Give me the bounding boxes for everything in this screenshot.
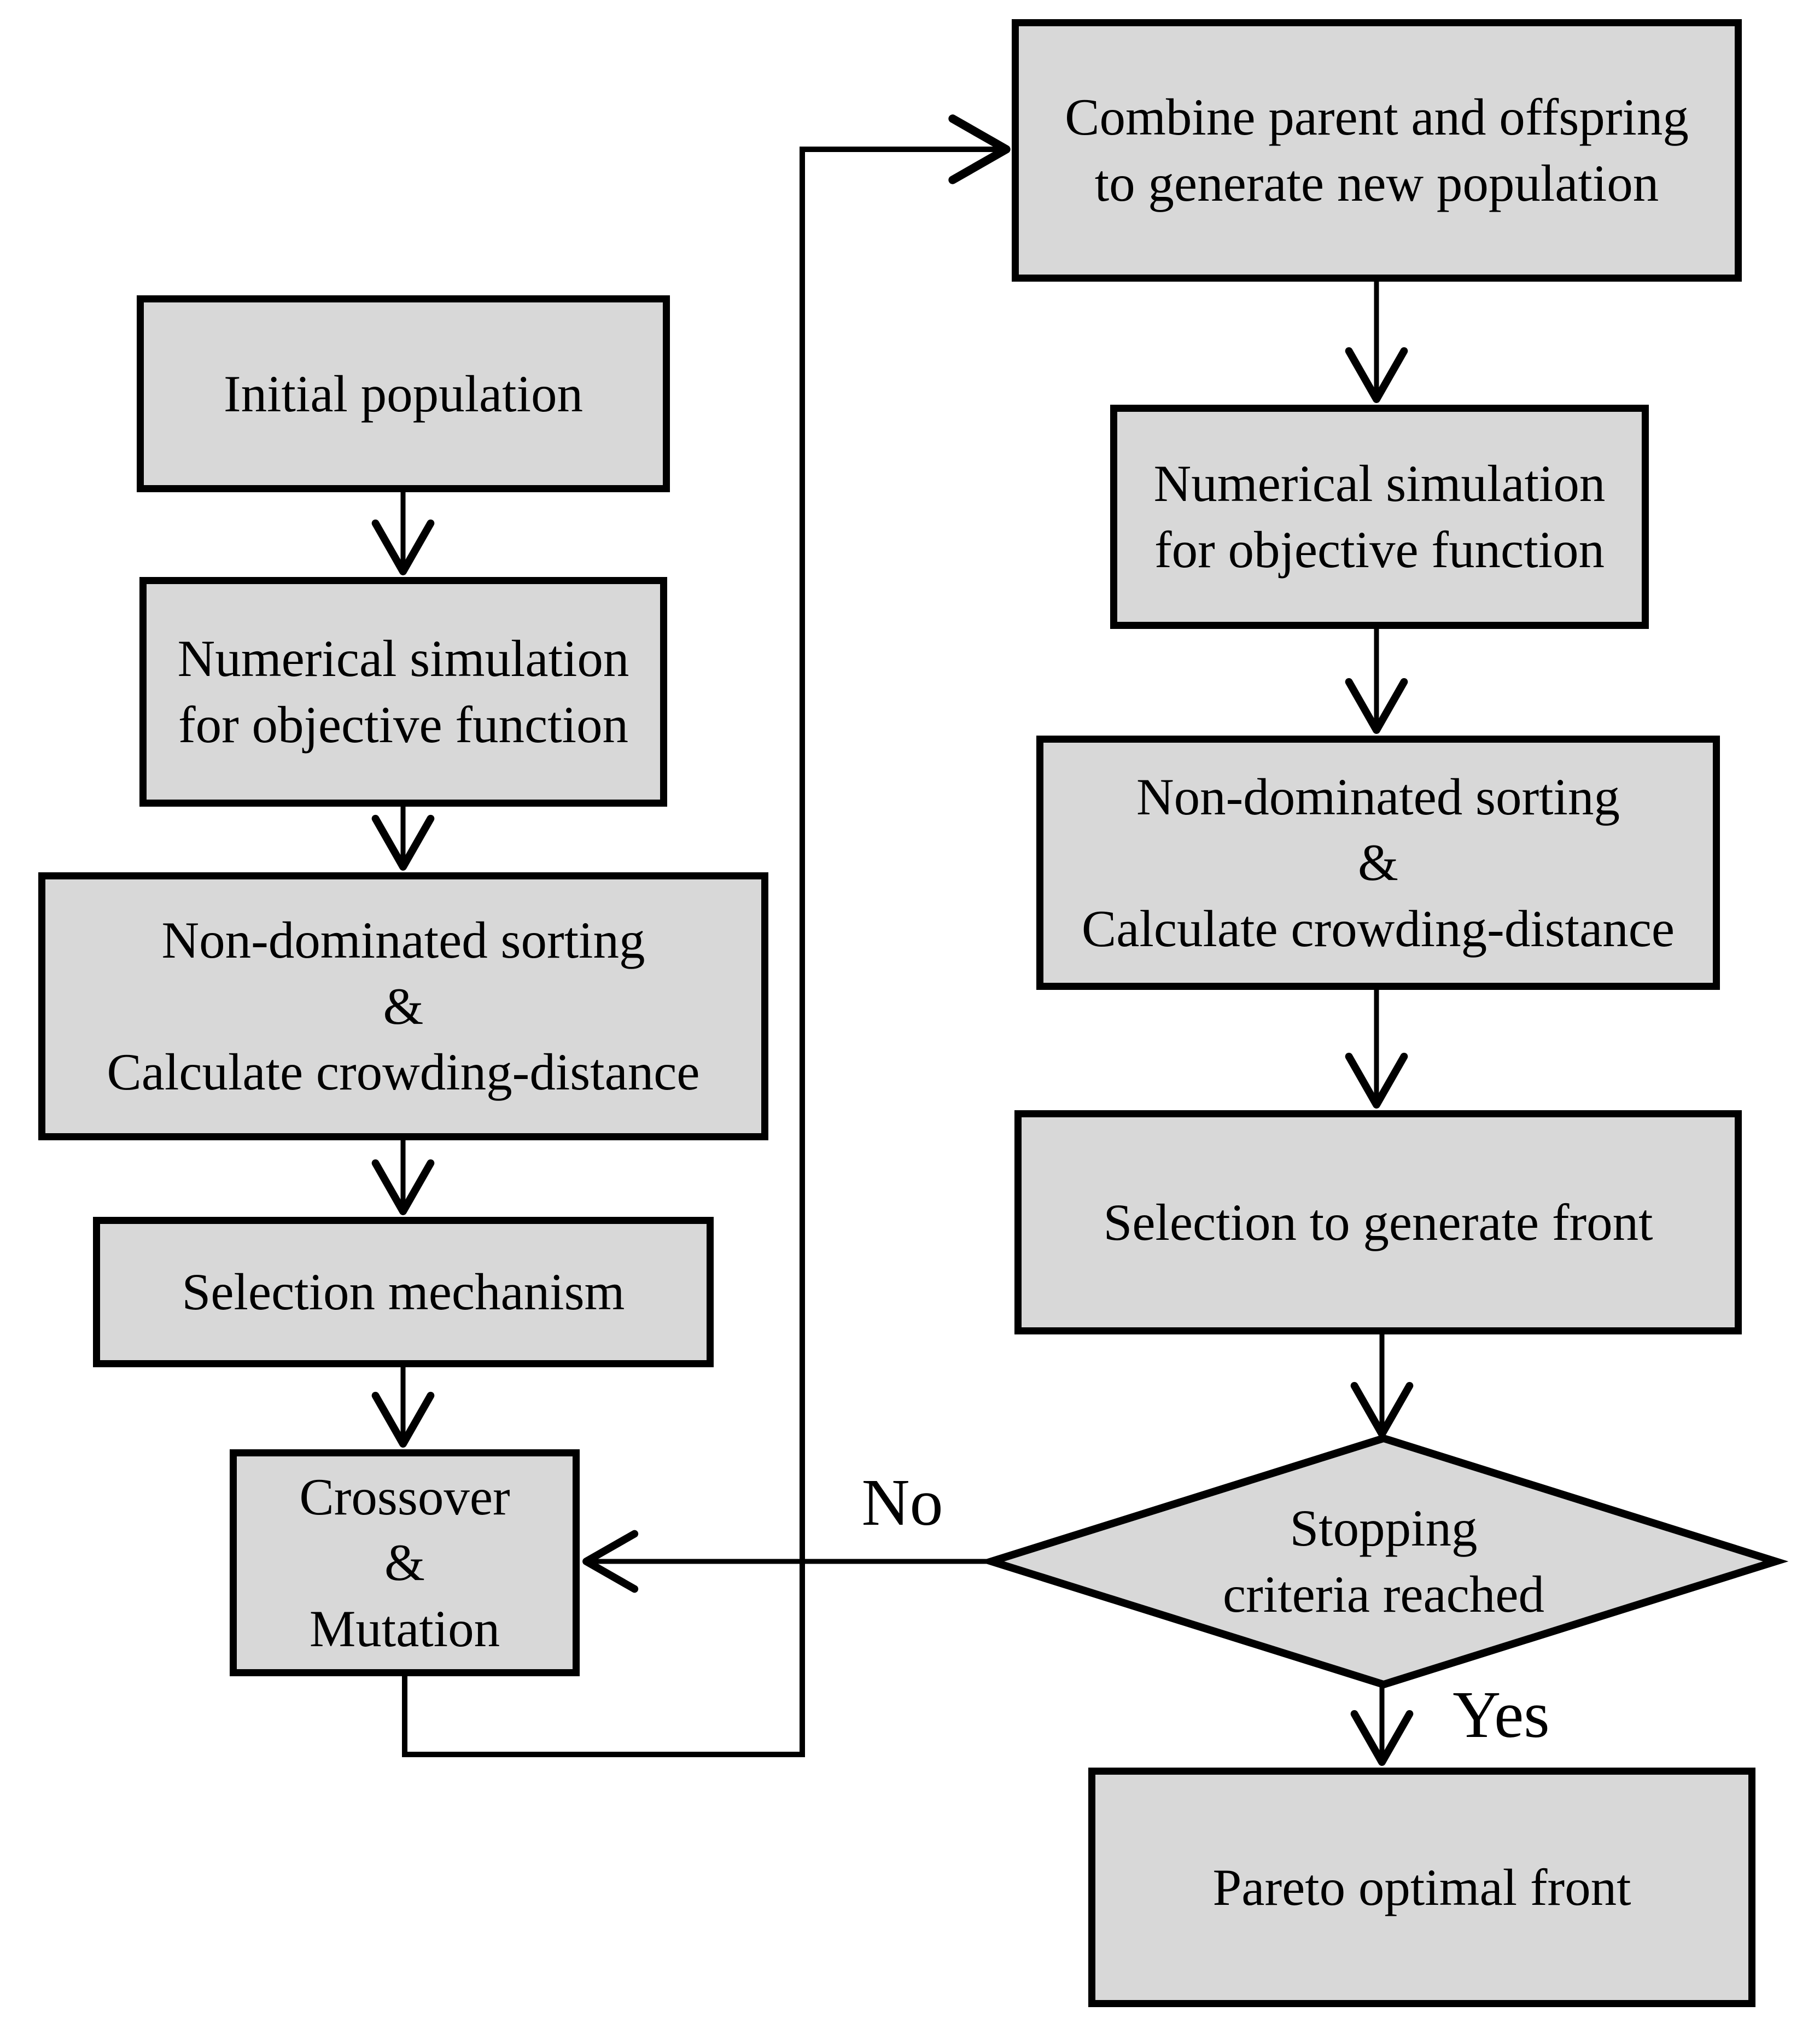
edge-label-yes: Yes <box>1422 1678 1580 1752</box>
edge-label-yes-text: Yes <box>1452 1677 1550 1752</box>
node-non-dominated-sorting-right-label: Non-dominated sorting & Calculate crowdi… <box>1081 767 1675 958</box>
edge-label-no: No <box>831 1466 973 1540</box>
node-non-dominated-sorting-right: Non-dominated sorting & Calculate crowdi… <box>1036 736 1720 990</box>
node-numerical-simulation-right-label: Numerical simulation for objective funct… <box>1153 454 1606 579</box>
node-combine-population-label: Combine parent and offspring to generate… <box>1065 88 1689 212</box>
node-stopping-criteria-label: Stopping criteria reached <box>1223 1499 1544 1623</box>
node-initial-population: Initial population <box>137 295 670 492</box>
connector-crossover-to-combine-loop <box>402 114 1011 1757</box>
node-combine-population: Combine parent and offspring to generate… <box>1012 19 1742 282</box>
node-numerical-simulation-right: Numerical simulation for objective funct… <box>1110 405 1649 629</box>
node-pareto-optimal-front-label: Pareto optimal front <box>1212 1858 1631 1916</box>
node-crossover-mutation-label: Crossover & Mutation <box>299 1467 510 1658</box>
node-pareto-optimal-front: Pareto optimal front <box>1088 1768 1755 2007</box>
edge-label-no-text: No <box>861 1465 943 1540</box>
node-selection-mechanism-label: Selection mechanism <box>182 1263 625 1321</box>
node-selection-mechanism: Selection mechanism <box>93 1217 714 1367</box>
node-selection-generate-front: Selection to generate front <box>1014 1110 1742 1334</box>
node-crossover-mutation: Crossover & Mutation <box>230 1449 580 1676</box>
node-stopping-criteria: Stopping criteria reached <box>1138 1477 1630 1646</box>
node-non-dominated-sorting-left: Non-dominated sorting & Calculate crowdi… <box>38 872 768 1140</box>
decision-diamond <box>978 1434 1789 1689</box>
node-non-dominated-sorting-left-label: Non-dominated sorting & Calculate crowdi… <box>107 911 700 1101</box>
node-initial-population-label: Initial population <box>224 364 583 423</box>
node-numerical-simulation-left: Numerical simulation for objective funct… <box>139 577 667 807</box>
node-numerical-simulation-left-label: Numerical simulation for objective funct… <box>177 629 629 754</box>
node-selection-generate-front-label: Selection to generate front <box>1103 1193 1653 1251</box>
